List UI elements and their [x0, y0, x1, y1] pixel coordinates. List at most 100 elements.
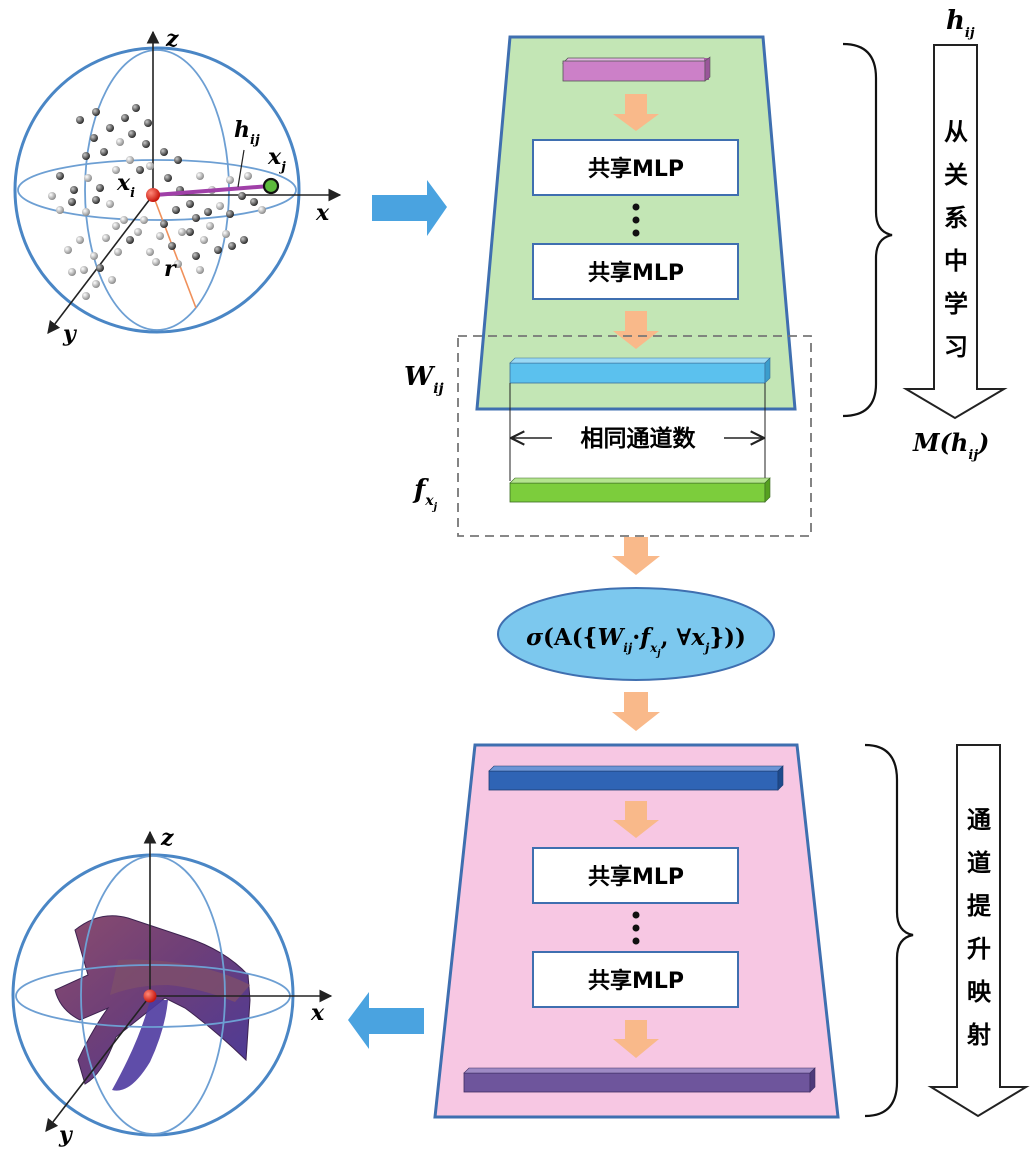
point — [128, 130, 136, 138]
point — [68, 198, 76, 206]
point — [82, 292, 90, 300]
point — [96, 184, 104, 192]
point — [244, 172, 252, 180]
point — [90, 252, 98, 260]
top-axis-x-label: x — [315, 200, 330, 226]
xi-label: xi — [116, 170, 135, 201]
point-xj — [262, 177, 280, 195]
point — [68, 268, 76, 276]
point — [204, 208, 212, 216]
encoder-mlp-label-2: 共享MLP — [588, 260, 684, 286]
vertical-char: 从 — [944, 118, 968, 146]
top-sphere: z x y xi xj hij r — [13, 26, 342, 347]
point — [214, 246, 222, 254]
decoder-mlp-box-2 — [532, 951, 739, 1008]
ellipsis-dot — [632, 203, 640, 211]
bar-hij-input — [562, 56, 711, 82]
point — [112, 222, 120, 230]
point — [146, 162, 154, 170]
point — [192, 252, 200, 260]
point — [164, 174, 172, 182]
aggregation-formula: σ(A({Wij·fxj, ∀xj})) — [526, 624, 746, 659]
point — [140, 216, 148, 224]
aggregation-ellipse — [497, 587, 775, 681]
xj-label: xj — [267, 144, 286, 175]
point — [186, 228, 194, 236]
orange-arrow-5 — [613, 801, 659, 838]
vertical-char: 提 — [967, 892, 992, 920]
point — [116, 138, 124, 146]
decoder-block: 共享MLP 共享MLP — [433, 743, 840, 1119]
point — [120, 216, 128, 224]
bottom-axis-z-label: z — [160, 825, 174, 851]
point — [196, 266, 204, 274]
point — [160, 148, 168, 156]
learned-surface-fold — [110, 959, 250, 1002]
point — [200, 236, 208, 244]
bar-decoder-input — [488, 765, 784, 791]
point — [84, 174, 92, 182]
top-axis-z-label: z — [165, 26, 179, 52]
point — [226, 176, 234, 184]
m-hij-label: M(hij) — [912, 428, 989, 463]
point — [152, 258, 160, 266]
point — [174, 156, 182, 164]
point — [258, 206, 266, 214]
bottom-axis-y-label: y — [58, 1122, 74, 1148]
point — [226, 210, 234, 218]
vertical-char: 关 — [944, 161, 968, 189]
brace-bottom — [864, 743, 914, 1118]
bottom-sphere-meridian — [80, 855, 226, 1135]
orange-arrow-4 — [612, 692, 660, 731]
point — [206, 222, 214, 230]
point — [144, 119, 152, 127]
blue-arrow-left — [348, 992, 424, 1049]
relation-line — [154, 184, 271, 197]
point — [70, 186, 78, 194]
point — [92, 108, 100, 116]
bar-fxj — [509, 477, 771, 503]
radius-line — [152, 194, 197, 309]
point — [146, 248, 154, 256]
point — [114, 248, 122, 256]
encoder-mlp-box-2 — [532, 243, 739, 300]
point — [82, 152, 90, 160]
point — [186, 200, 194, 208]
hij-pointer — [237, 149, 245, 188]
point — [228, 242, 236, 250]
point — [106, 124, 114, 132]
vertical-char: 系 — [944, 204, 968, 232]
w-ij-label: Wij — [404, 362, 444, 397]
top-sphere-equator — [17, 159, 297, 221]
point — [102, 234, 110, 242]
bar-wij — [509, 357, 771, 384]
orange-arrow-2 — [613, 311, 659, 349]
ellipsis-dot — [632, 924, 640, 932]
encoder-mlp-label-1: 共享MLP — [588, 156, 684, 182]
point — [250, 198, 258, 206]
r-label: r — [164, 256, 177, 282]
top-sphere-outline — [13, 46, 301, 334]
f-xj-label: fxj — [412, 475, 438, 513]
orange-arrow-6 — [613, 1020, 659, 1058]
point — [96, 264, 104, 272]
channel-dashed-box — [457, 335, 812, 537]
point — [112, 166, 120, 174]
vertical-char: 习 — [944, 333, 968, 361]
point — [56, 206, 64, 214]
point — [108, 276, 116, 284]
point — [168, 242, 176, 250]
orange-arrow-1 — [613, 94, 659, 131]
same-channels-label: 相同通道数 — [581, 425, 697, 452]
bottom-y-axis — [45, 995, 151, 1133]
bottom-axis-x-label: x — [310, 1000, 325, 1026]
point — [76, 116, 84, 124]
point — [64, 246, 72, 254]
bottom-sphere: z x y — [11, 825, 333, 1148]
bottom-sphere-outline — [11, 853, 295, 1137]
point — [174, 260, 182, 268]
vertical-char: 映 — [967, 978, 992, 1006]
point — [126, 236, 134, 244]
hollow-arrow-bottom — [927, 744, 1030, 1118]
